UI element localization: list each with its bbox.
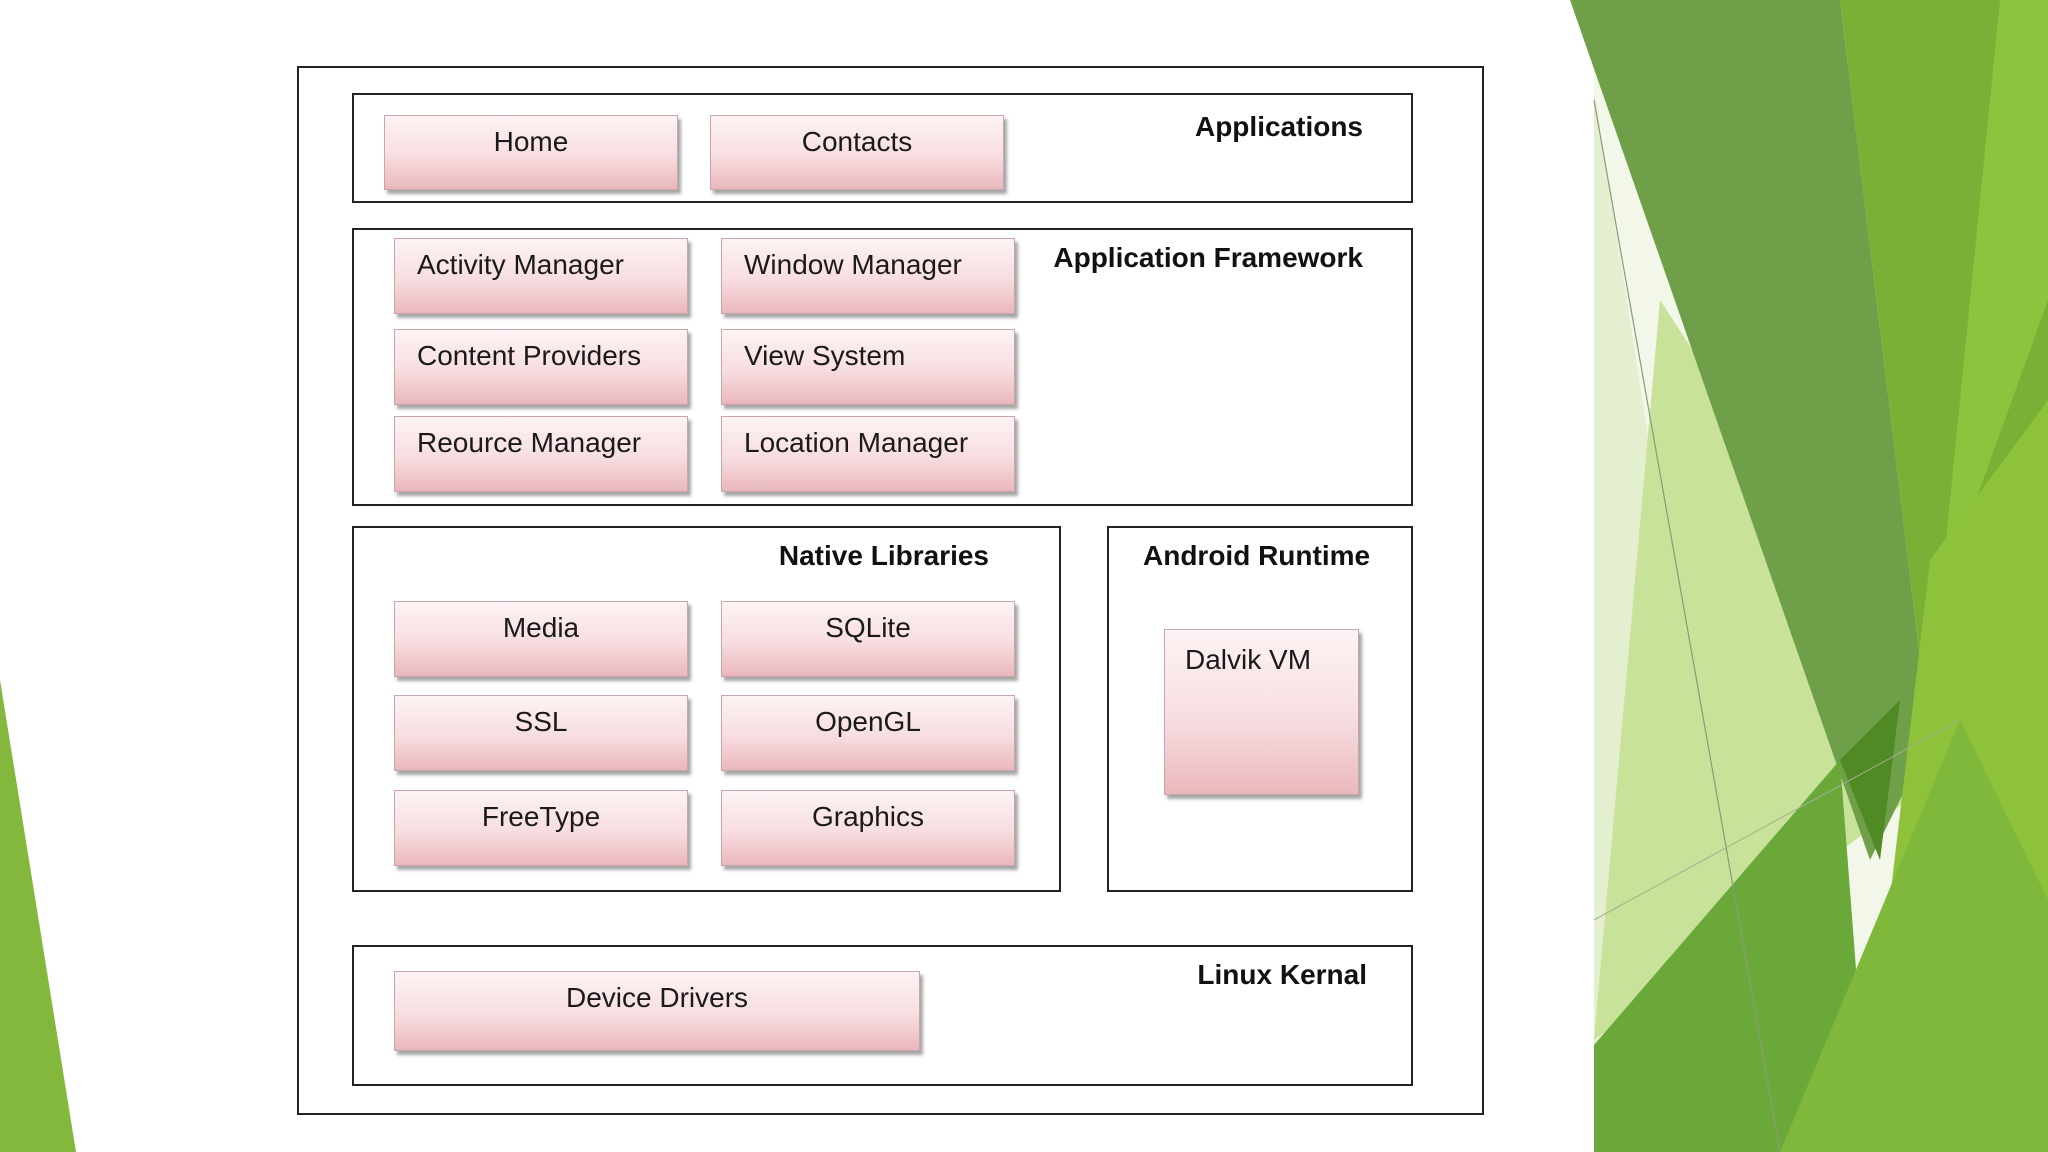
- right-shape-green-low: [1594, 760, 1870, 1152]
- right-shape-bright: [1940, 0, 2048, 600]
- component-dalvik-vm: Dalvik VM: [1164, 629, 1359, 795]
- layer-title-linux-kernal: Linux Kernal: [1197, 959, 1367, 990]
- right-shape-green-bottom: [1780, 720, 2048, 1152]
- component-freetype: FreeType: [394, 790, 688, 866]
- component-contacts: Contacts: [710, 115, 1004, 190]
- layer-title-android-runtime: Android Runtime: [1143, 540, 1371, 571]
- layer-android-runtime: Android Runtime Dalvik VM: [1107, 526, 1413, 892]
- layer-title-native-libraries: Native Libraries: [778, 540, 989, 571]
- deco-thin-line-1: [1593, 99, 1781, 1152]
- component-window-manager: Window Manager: [721, 238, 1015, 314]
- layer-native-libraries: Native Libraries Media SQLite SSL OpenGL…: [352, 526, 1061, 892]
- component-ssl: SSL: [394, 695, 688, 771]
- component-device-drivers: Device Drivers: [394, 971, 920, 1051]
- layer-applications: Applications Home Contacts: [352, 93, 1413, 203]
- component-home: Home: [384, 115, 678, 190]
- component-sqlite: SQLite: [721, 601, 1015, 677]
- component-view-system: View System: [721, 329, 1015, 405]
- layer-title-applications: Applications: [1194, 111, 1363, 142]
- android-architecture-diagram: Applications Home Contacts Application F…: [297, 66, 1484, 1115]
- right-shape-light: [1594, 300, 1960, 1040]
- component-opengl: OpenGL: [721, 695, 1015, 771]
- component-media: Media: [394, 601, 688, 677]
- deco-thin-line-2: [1593, 719, 1961, 921]
- component-graphics: Graphics: [721, 790, 1015, 866]
- component-activity-manager: Activity Manager: [394, 238, 688, 314]
- layer-linux-kernal: Linux Kernal Device Drivers: [352, 945, 1413, 1086]
- left-green-sliver: [0, 680, 76, 1152]
- right-shape-deep: [1840, 700, 1900, 860]
- component-resource-manager: Reource Manager: [394, 416, 688, 492]
- right-shape-dark-top: [1570, 0, 1930, 860]
- component-content-providers: Content Providers: [394, 329, 688, 405]
- layer-title-application-framework: Application Framework: [1053, 242, 1363, 273]
- layer-application-framework: Application Framework Activity Manager W…: [352, 228, 1413, 506]
- component-location-manager: Location Manager: [721, 416, 1015, 492]
